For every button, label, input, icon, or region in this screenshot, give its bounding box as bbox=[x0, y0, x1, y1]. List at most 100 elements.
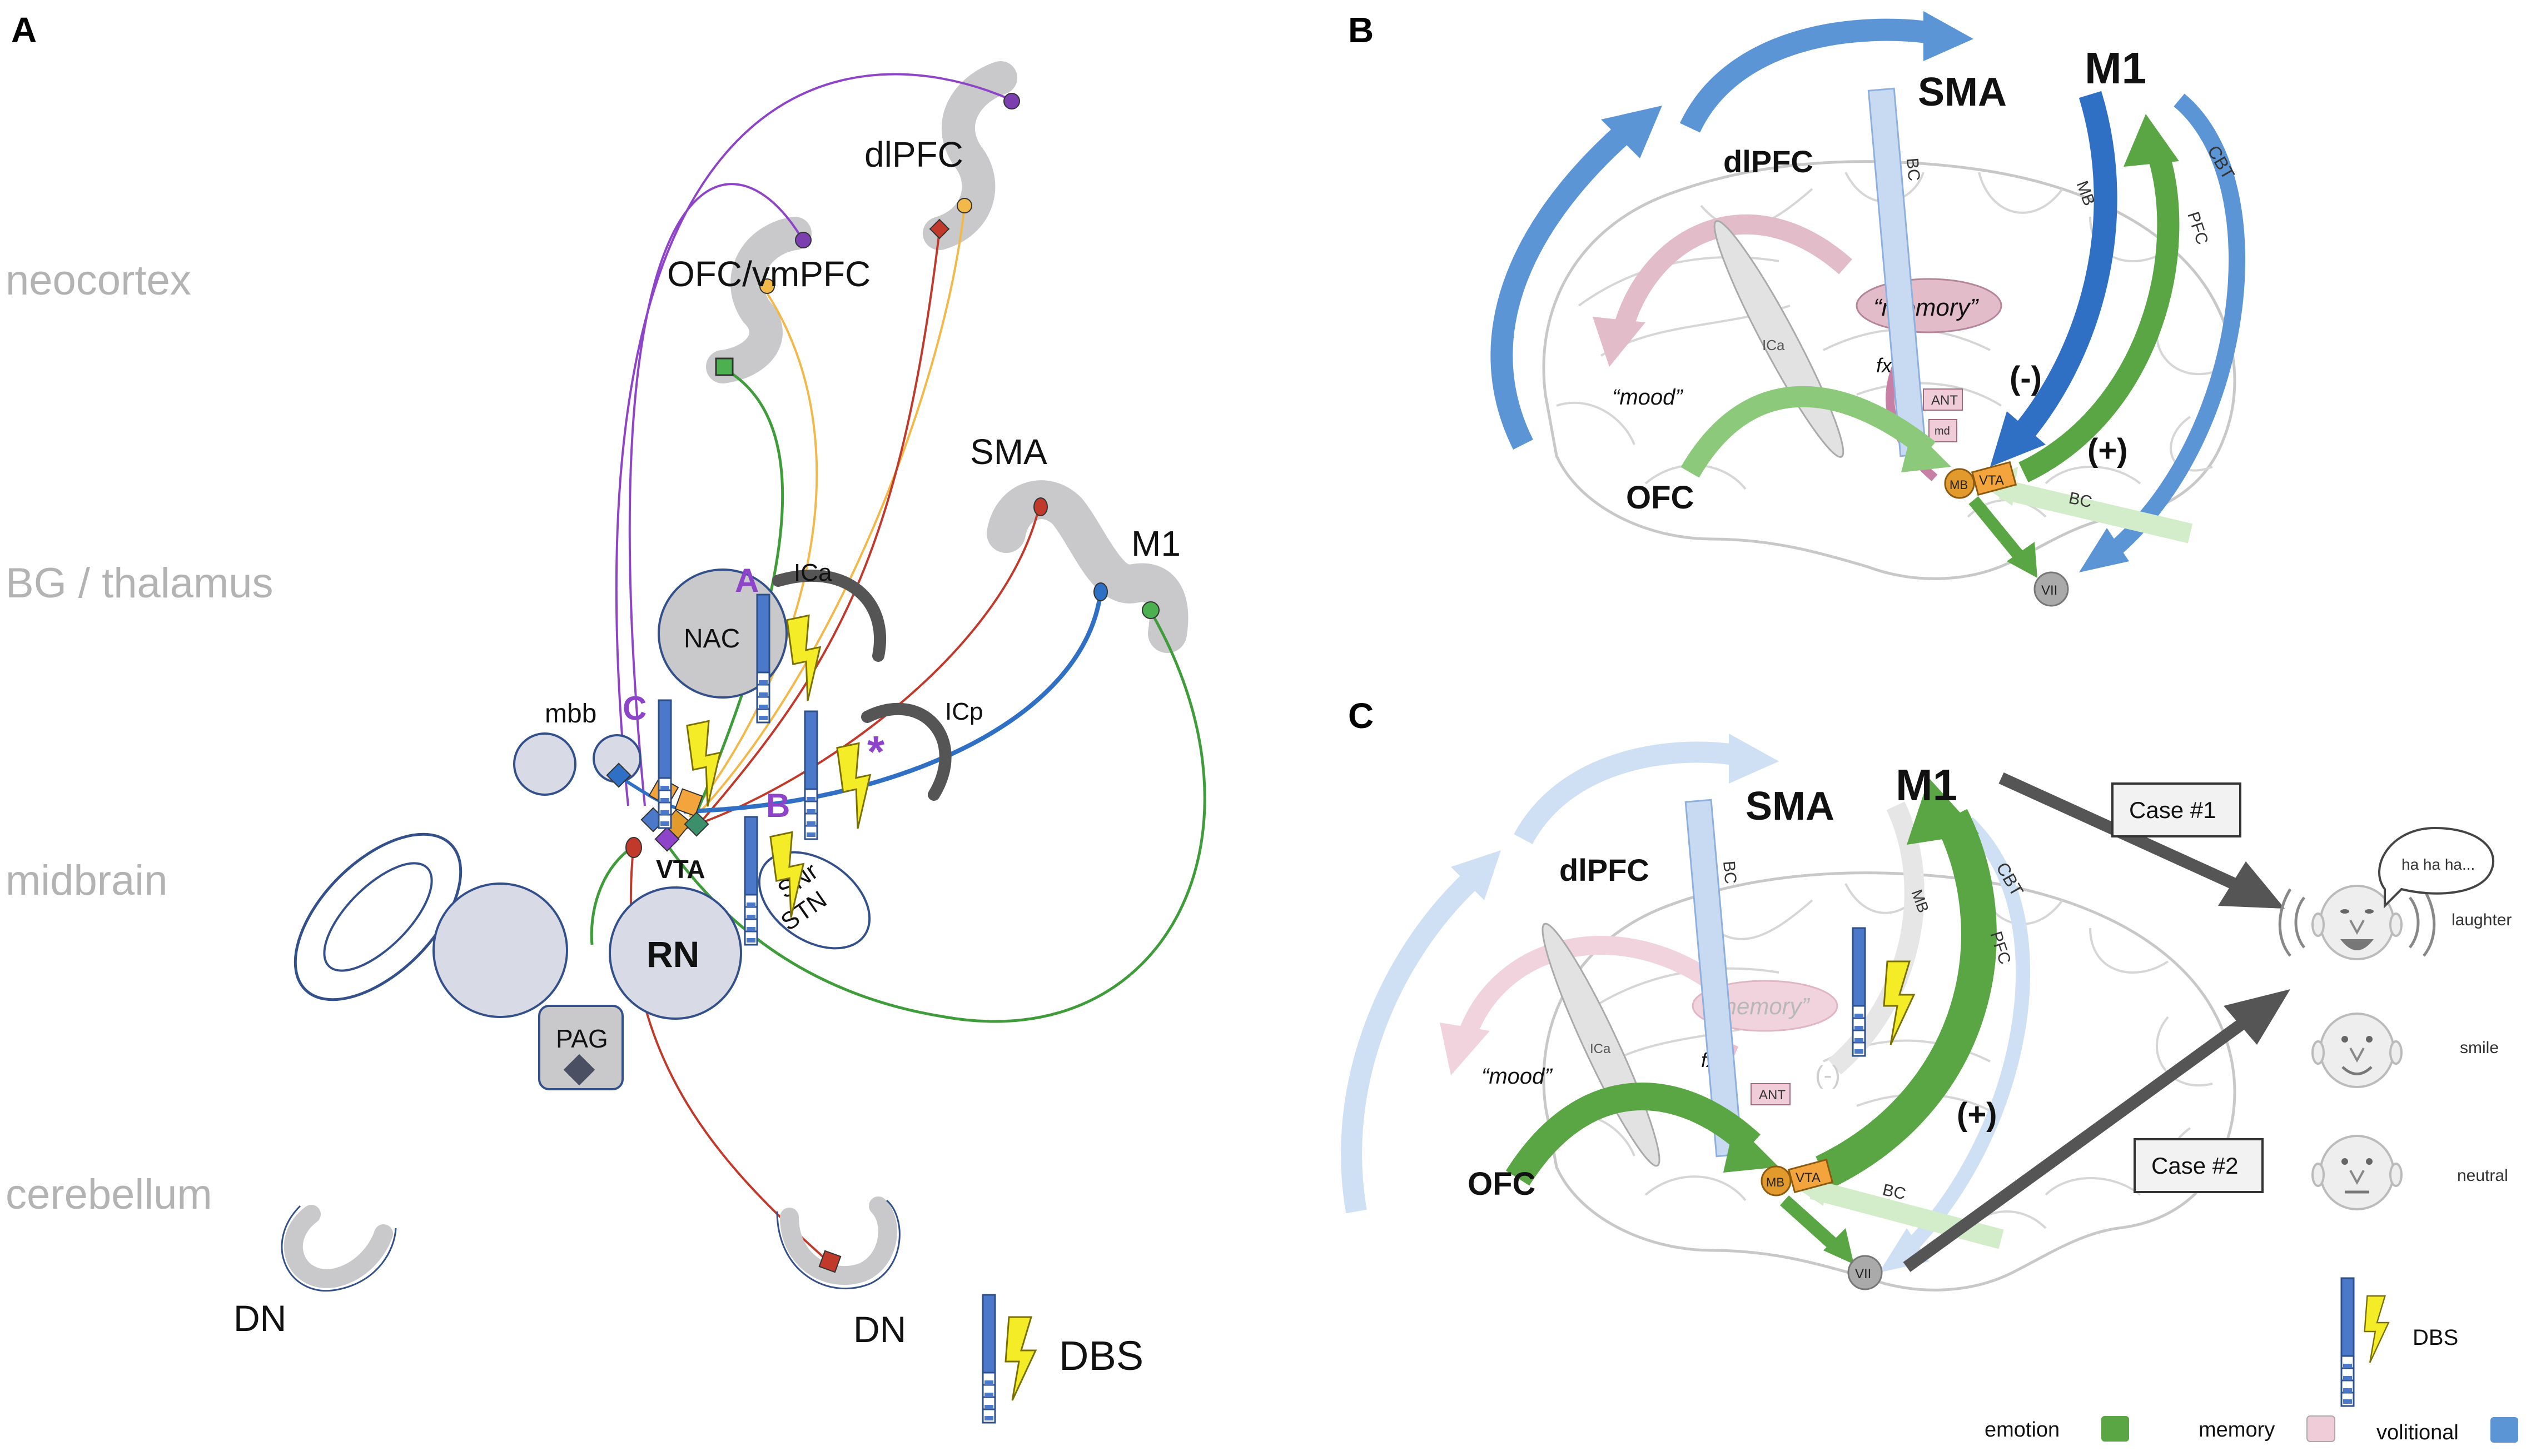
b-label-dlpfc: dlPFC bbox=[1723, 144, 1813, 179]
b-bc-bar bbox=[1867, 87, 1927, 457]
dn-left-outline bbox=[281, 1205, 397, 1292]
green-pathway-short bbox=[590, 849, 629, 945]
ofc-green-terminal bbox=[715, 357, 734, 376]
dn-right-region bbox=[780, 1196, 897, 1285]
b-label-ant: ANT bbox=[1931, 393, 1958, 408]
legend-c-dbs-label: DBS bbox=[2413, 1325, 2458, 1350]
c-volitional-arc-1 bbox=[1341, 870, 1480, 1214]
mbb-blue-terminal bbox=[606, 762, 631, 788]
dlpfc-yellow-terminal bbox=[957, 198, 972, 213]
label-ica: ICa bbox=[794, 559, 832, 586]
c-label-bc-top: BC bbox=[1719, 860, 1740, 885]
label-pag: PAG bbox=[556, 1024, 608, 1053]
c-label-m1: M1 bbox=[1896, 760, 1957, 810]
case2-arrow-head bbox=[2224, 989, 2290, 1045]
b-label-fx: fx bbox=[1876, 354, 1893, 377]
c-dbs-electrode bbox=[1852, 927, 1866, 1057]
c-label-ant: ANT bbox=[1759, 1088, 1786, 1103]
panel-a-letter: A bbox=[11, 10, 37, 50]
b-cbt-tract-head bbox=[2079, 528, 2129, 572]
c-pfc-emotion-arrow bbox=[1816, 809, 1997, 1189]
yellow-pathway-1 bbox=[699, 205, 966, 812]
b-md-box bbox=[1928, 419, 1957, 442]
c-mb-node bbox=[1761, 1165, 1792, 1196]
b-vta-box bbox=[1971, 461, 2017, 496]
b-volitional-arc-2-head bbox=[1923, 11, 1973, 61]
dlpfc-region bbox=[923, 61, 1017, 250]
green-pathway-ofc bbox=[693, 368, 784, 817]
b-label-md: md bbox=[1935, 425, 1950, 437]
c-label-dlpfc: dlPFC bbox=[1559, 852, 1649, 887]
label-icp: ICp bbox=[945, 698, 983, 725]
case1-label: Case #1 bbox=[2129, 797, 2216, 823]
face-neutral bbox=[2311, 1135, 2403, 1210]
m1-blue-terminal bbox=[1093, 582, 1108, 601]
nac-region bbox=[658, 569, 788, 699]
level-cerebellum: cerebellum bbox=[6, 1171, 212, 1218]
legend-volitional-label: volitional bbox=[2376, 1421, 2459, 1444]
ofc-yellow-terminal bbox=[759, 278, 775, 294]
b-mb-tract bbox=[2009, 91, 2117, 447]
b-pfc-emotion-arrow bbox=[2018, 146, 2180, 483]
b-mb-node bbox=[1944, 468, 1975, 499]
case1-arrow-head bbox=[2218, 861, 2285, 909]
c-ant-box bbox=[1751, 1083, 1791, 1105]
target-star: * bbox=[867, 727, 885, 776]
purple-pathway-outer bbox=[615, 73, 1012, 806]
legend-emotion-label: emotion bbox=[1985, 1418, 2060, 1442]
panel-b: B “memory” fx “mood” ICa BC ANT md MB bbox=[1348, 10, 2246, 607]
label-dn-right: DN bbox=[853, 1309, 906, 1350]
b-pfc-emotion-head bbox=[2124, 114, 2179, 167]
b-mb-vii-arrow bbox=[1968, 496, 2028, 565]
level-midbrain: midbrain bbox=[6, 857, 167, 904]
c-volitional-arc-2 bbox=[1514, 741, 1742, 845]
dn-left-region bbox=[284, 1205, 393, 1288]
target-label-a: A bbox=[735, 562, 759, 599]
yellow-pathway-2 bbox=[688, 288, 818, 818]
b-label-plus: (+) bbox=[2087, 432, 2128, 468]
c-ofc-emotion-arrow bbox=[1505, 1083, 1761, 1186]
c-vii-node bbox=[1847, 1255, 1883, 1290]
case2-label: Case #2 bbox=[2151, 1153, 2238, 1179]
legend-dbs-bolt bbox=[1005, 1316, 1037, 1402]
c-label-ofc: OFC bbox=[1468, 1166, 1535, 1202]
ofc-region bbox=[706, 217, 812, 383]
label-sma: SMA bbox=[970, 432, 1047, 472]
dn-red-terminal bbox=[818, 1250, 842, 1273]
dbs-electrode-b-lower bbox=[744, 816, 758, 946]
c-mb-vii-head bbox=[1823, 1228, 1854, 1264]
target-label-c: C bbox=[623, 690, 647, 727]
legend-c-dbs-bolt bbox=[2364, 1295, 2390, 1364]
b-mood-arrow-head bbox=[1593, 317, 1645, 367]
c-mb-vii-arrow bbox=[1779, 1195, 1845, 1255]
b-cbt-tract bbox=[2101, 93, 2246, 562]
legend-dbs-electrode bbox=[982, 1294, 996, 1424]
legend-emotion-swatch bbox=[2101, 1416, 2129, 1442]
dlpfc-red-terminal bbox=[929, 218, 950, 240]
label-rn: RN bbox=[647, 934, 699, 975]
c-vta-box bbox=[1787, 1158, 1834, 1194]
dbs-electrode-b-upper bbox=[804, 710, 818, 840]
label-dlpfc: dlPFC bbox=[864, 134, 963, 174]
pag-inner-marker bbox=[563, 1054, 595, 1086]
legend-memory-swatch bbox=[2306, 1415, 2335, 1442]
b-label-mood: “mood” bbox=[1612, 385, 1683, 410]
c-label-vta: VTA bbox=[1796, 1170, 1821, 1185]
c-faded-mb-tract bbox=[1828, 801, 1925, 1075]
c-volitional-arc-1-head bbox=[1451, 850, 1501, 900]
face-neutral-label: neutral bbox=[2457, 1166, 2508, 1185]
face-smile bbox=[2311, 1013, 2403, 1088]
face-laughter bbox=[2278, 826, 2494, 960]
legend-memory-label: memory bbox=[2199, 1418, 2275, 1442]
case1-box bbox=[2111, 782, 2241, 837]
label-dn-left: DN bbox=[233, 1298, 286, 1339]
b-ofc-emotion-arrow bbox=[1680, 386, 1936, 478]
b-label-m1: M1 bbox=[2085, 43, 2146, 93]
b-label-mb: MB bbox=[1950, 478, 1968, 492]
cerebral-peduncle-inner bbox=[323, 862, 433, 972]
face-laughter-label: laughter bbox=[2452, 911, 2512, 929]
rn-region bbox=[609, 886, 742, 1020]
legend-c-dbs-electrode bbox=[2340, 1277, 2355, 1407]
dbs-electrode-a bbox=[756, 594, 770, 724]
